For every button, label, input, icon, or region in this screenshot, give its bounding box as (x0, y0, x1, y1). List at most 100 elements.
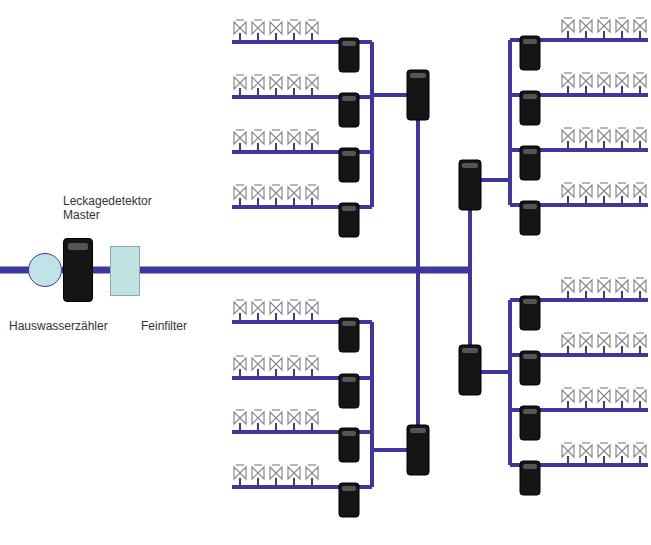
valve-symbol (288, 410, 300, 432)
valve-stem (603, 456, 605, 465)
slave-detector (520, 296, 540, 330)
valve-stem (311, 478, 313, 487)
valve-symbol (270, 356, 282, 378)
inlet-pipe (0, 267, 30, 274)
valve-symbol (598, 183, 610, 205)
valve-body (306, 412, 318, 424)
valve-body (252, 132, 264, 144)
detector-body (339, 374, 359, 408)
valve-handle (564, 72, 572, 73)
valve-body (252, 22, 264, 34)
detector-body (520, 36, 540, 70)
valve-stem (275, 198, 277, 207)
valve-body (234, 22, 246, 34)
valve-stem (639, 196, 641, 205)
valve-handle (236, 19, 244, 20)
valve-handle (254, 19, 262, 20)
valve-body (234, 132, 246, 144)
valve-handle (290, 19, 298, 20)
valve-stem (603, 291, 605, 300)
valve-stem (621, 196, 623, 205)
valve-body (234, 187, 246, 199)
valve-stem (621, 401, 623, 410)
slave-detector (339, 93, 359, 127)
valve-handle (564, 127, 572, 128)
valve-stem (239, 369, 241, 378)
valve-symbol (616, 388, 628, 410)
valve-body (580, 445, 592, 457)
valve-body (598, 185, 610, 197)
valve-symbol (270, 465, 282, 487)
valve-stem (639, 401, 641, 410)
valve-symbol (288, 300, 300, 322)
valve-handle (254, 409, 262, 410)
valve-symbol (634, 278, 646, 300)
valve-body (598, 390, 610, 402)
valve-body (580, 280, 592, 292)
valve-handle (308, 184, 316, 185)
valve-symbol (234, 185, 246, 207)
valve-stem (621, 141, 623, 150)
valve-handle (308, 464, 316, 465)
valve-handle (618, 277, 626, 278)
valve-stem (257, 143, 259, 152)
valve-symbol (616, 333, 628, 355)
valve-body (616, 185, 628, 197)
valve-body (562, 280, 574, 292)
valve-body (616, 130, 628, 142)
valve-stem (275, 143, 277, 152)
valve-handle (272, 409, 280, 410)
valve-symbol (306, 300, 318, 322)
detector-body (520, 91, 540, 125)
valve-symbol (616, 18, 628, 40)
valve-body (270, 358, 282, 370)
valve-symbol (270, 130, 282, 152)
detector-top (342, 486, 356, 491)
valve-handle (254, 129, 262, 130)
valve-body (598, 130, 610, 142)
valve-symbol (562, 18, 574, 40)
valve-stem (567, 196, 569, 205)
valve-handle (564, 332, 572, 333)
detector-top (410, 73, 426, 78)
detector-body (520, 201, 540, 235)
valve-stem (311, 423, 313, 432)
valve-body (252, 187, 264, 199)
valve-symbol (598, 333, 610, 355)
valve-handle (254, 355, 262, 356)
valve-stem (257, 478, 259, 487)
valve-stem (239, 423, 241, 432)
valve-body (288, 22, 300, 34)
valve-symbol (562, 128, 574, 150)
detector-top (523, 354, 537, 359)
valve-symbol (598, 278, 610, 300)
valve-handle (582, 277, 590, 278)
valve-stem (311, 313, 313, 322)
valve-symbol (288, 130, 300, 152)
slave-detector (339, 38, 359, 72)
valve-handle (582, 387, 590, 388)
valve-handle (236, 464, 244, 465)
valve-stem (603, 141, 605, 150)
detector-body (339, 93, 359, 127)
valve-handle (290, 409, 298, 410)
valve-body (252, 77, 264, 89)
valve-symbol (288, 185, 300, 207)
valve-symbol (580, 388, 592, 410)
valve-stem (293, 143, 295, 152)
valve-symbol (234, 356, 246, 378)
valve-handle (564, 277, 572, 278)
valve-handle (582, 442, 590, 443)
floor-branches (232, 18, 648, 517)
detector-body (339, 428, 359, 462)
valve-body (634, 335, 646, 347)
valve-handle (636, 17, 644, 18)
detector-body (520, 461, 540, 495)
valve-handle (254, 74, 262, 75)
valve-body (270, 412, 282, 424)
valve-symbol (562, 73, 574, 95)
valve-symbol (580, 278, 592, 300)
valve-symbol (306, 20, 318, 42)
valve-body (270, 22, 282, 34)
valve-symbol (580, 183, 592, 205)
